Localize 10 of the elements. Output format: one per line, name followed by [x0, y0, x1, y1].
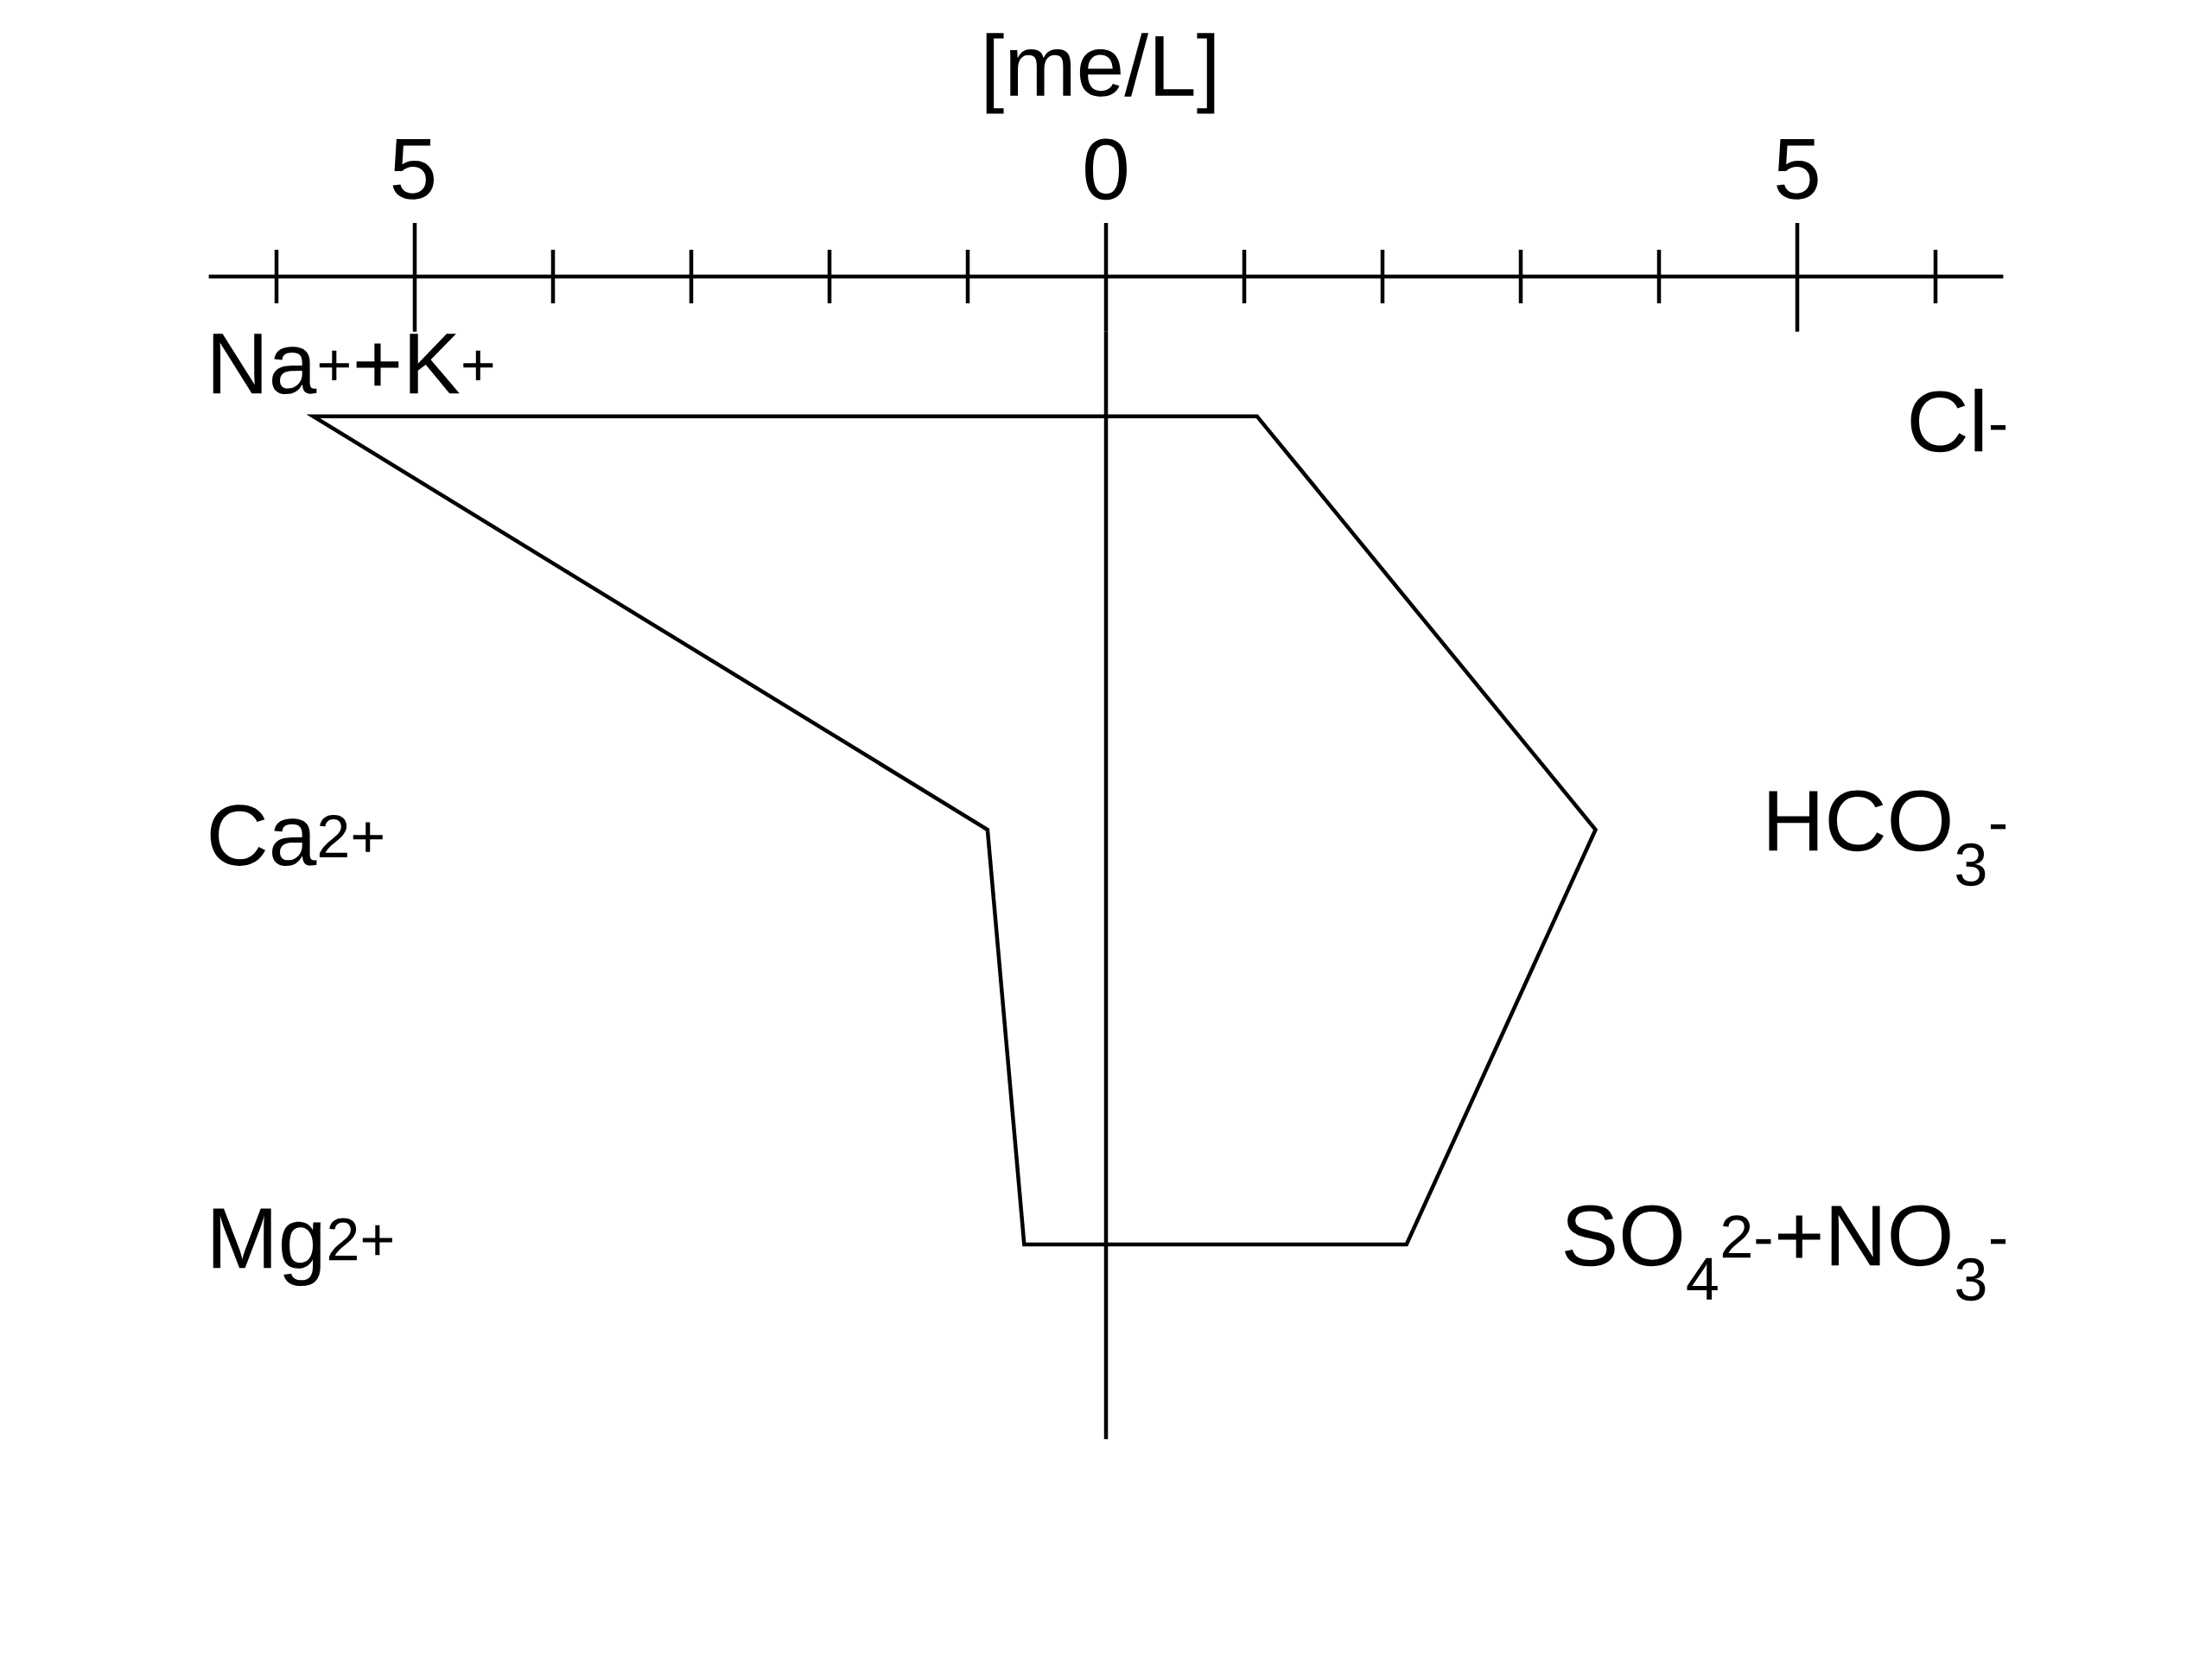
- ion-label: Na$^{+}$+K$^{+}$: [213, 334, 493, 395]
- tick-label: 5: [392, 139, 434, 200]
- axis-unit-label: [me/L]: [986, 33, 1215, 114]
- tick-label: 0: [1085, 138, 1127, 200]
- ion-label: Ca$^{2+}$: [210, 805, 383, 867]
- ion-label: SO$_{4}$$^{2-}$+NO$_{3}$-: [1565, 1205, 2006, 1301]
- tick-label: 5: [1777, 139, 1818, 200]
- ion-label: HCO$_{3}$-: [1769, 790, 2006, 887]
- ion-label: Cl$^{-}$: [1910, 389, 2006, 453]
- ion-label: Mg$^{2+}$: [213, 1208, 392, 1287]
